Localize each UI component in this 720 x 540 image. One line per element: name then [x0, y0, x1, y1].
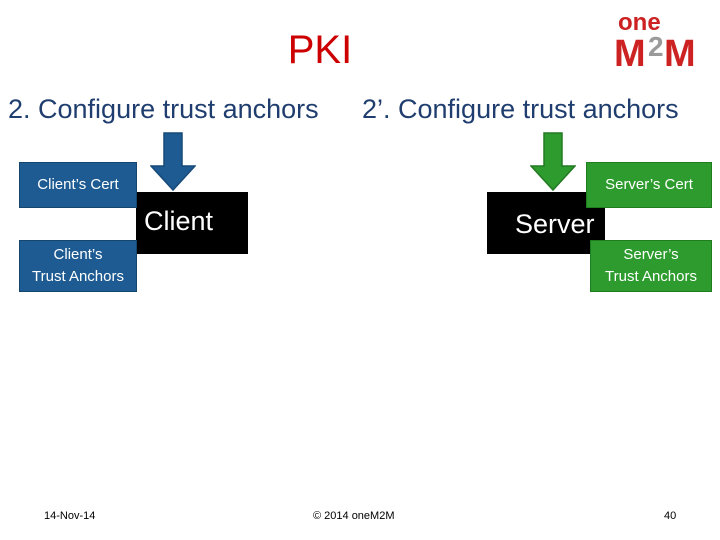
- server-label: Server: [515, 209, 595, 239]
- server-box: Server: [487, 192, 605, 254]
- footer-date: 14-Nov-14: [44, 510, 96, 522]
- svg-text:one: one: [618, 9, 661, 36]
- svg-text:M: M: [614, 33, 646, 72]
- heading-client-trust-anchors: 2. Configure trust anchors: [8, 94, 319, 124]
- client-label: Client: [144, 206, 214, 236]
- client-box: Client: [136, 192, 248, 254]
- onem2m-logo: one M 2 M: [610, 6, 714, 72]
- server-trust-anchors-line2: Trust Anchors: [605, 268, 697, 285]
- client-trust-anchors-box: Client’s Trust Anchors: [19, 240, 137, 292]
- client-cert-box: Client’s Cert: [19, 162, 137, 208]
- slide-title: PKI: [287, 28, 353, 72]
- server-trust-anchors-box: Server’s Trust Anchors: [590, 240, 712, 292]
- client-trust-anchors-line1: Client’s: [53, 246, 103, 263]
- arrow-down-icon-client: [150, 132, 196, 192]
- client-cert-label: Client’s Cert: [37, 176, 119, 193]
- footer-copyright: © 2014 oneM2M: [313, 510, 395, 522]
- footer-page-number: 40: [664, 510, 677, 522]
- server-cert-label: Server’s Cert: [605, 176, 693, 193]
- server-trust-anchors-line1: Server’s: [623, 246, 679, 263]
- heading-server-trust-anchors: 2’. Configure trust anchors: [362, 94, 679, 124]
- server-cert-box: Server’s Cert: [586, 162, 712, 208]
- client-trust-anchors-line2: Trust Anchors: [32, 268, 124, 285]
- arrow-down-icon-server: [530, 132, 576, 192]
- svg-text:M: M: [664, 33, 696, 72]
- svg-text:2: 2: [648, 31, 664, 62]
